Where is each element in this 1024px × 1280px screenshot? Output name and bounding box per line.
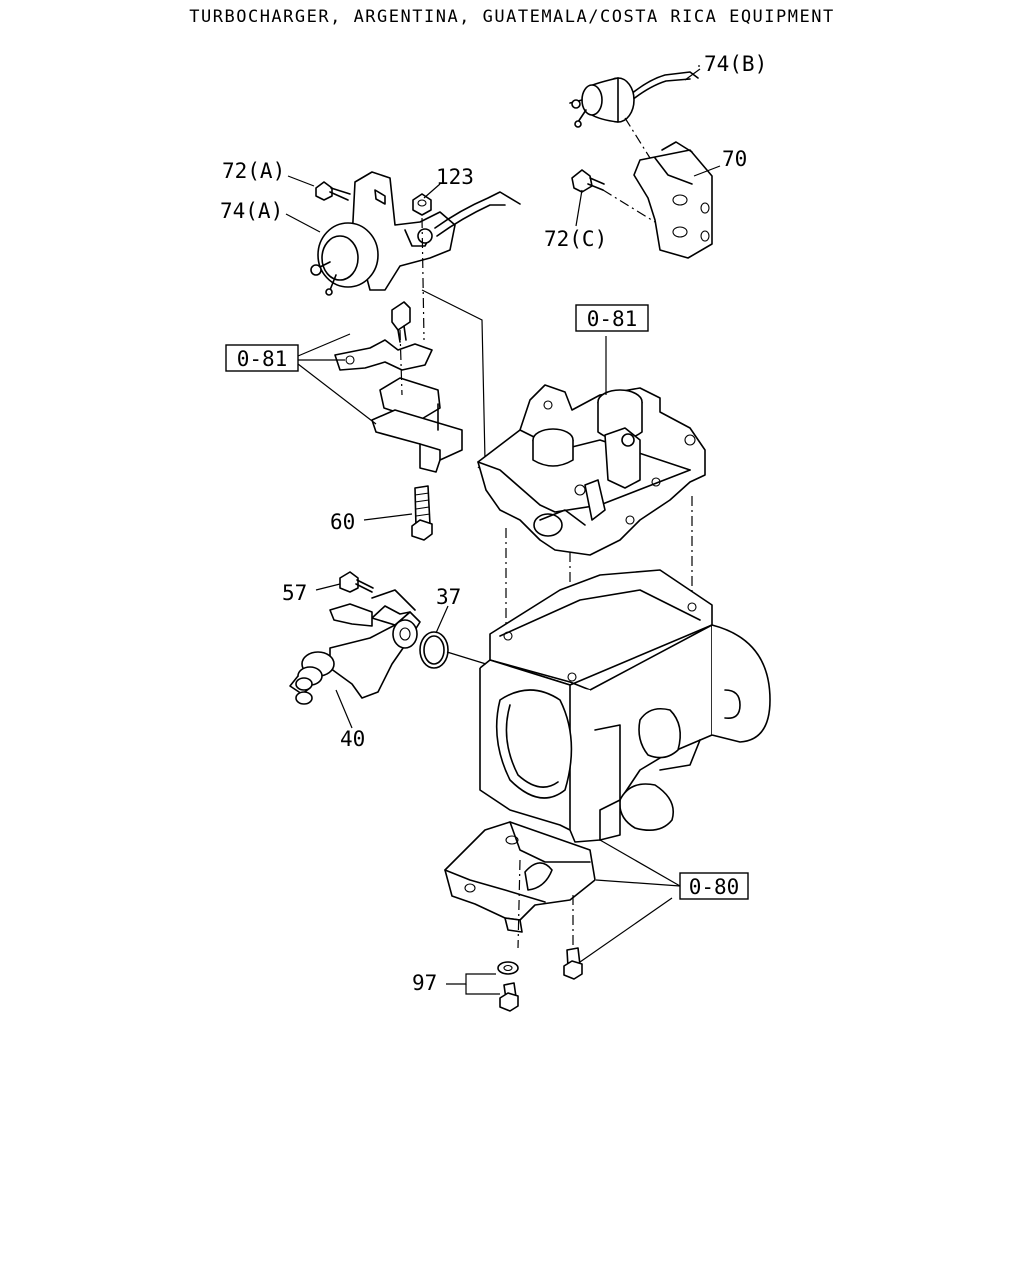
callout-123: 123 [436, 165, 474, 189]
bolt-57 [339, 571, 374, 593]
ref-0-80: 0-80 [689, 875, 740, 899]
ref-box-0-81-left [225, 344, 299, 372]
washer-bolt-97 [497, 961, 519, 1012]
bracket-lower [444, 821, 596, 949]
callout-37: 37 [436, 585, 461, 609]
actuator-74a [310, 171, 521, 296]
callout-74a: 74(A) [220, 199, 283, 223]
callout-97: 97 [412, 971, 437, 995]
manifold-upper [477, 336, 706, 556]
throttle-body [479, 569, 771, 843]
ref-box-0-80 [679, 872, 749, 900]
callout-57: 57 [282, 581, 307, 605]
sensor-40 [289, 589, 421, 705]
ref-box-0-81-upper [575, 304, 649, 332]
bolt-60 [411, 485, 433, 541]
callout-40: 40 [340, 727, 365, 751]
ref-0-81-upper: 0-81 [587, 307, 638, 331]
callout-60: 60 [330, 510, 355, 534]
ref-0-81-left: 0-81 [237, 347, 288, 371]
bracket-70 [602, 117, 713, 259]
callout-72c: 72(C) [544, 227, 607, 251]
callout-72a: 72(A) [222, 159, 285, 183]
bolt-lower-right [563, 947, 583, 980]
bolt-72a [315, 181, 351, 201]
bolt-72c [571, 169, 605, 193]
o-ring-37 [419, 631, 487, 669]
diagram-title: TURBOCHARGER, ARGENTINA, GUATEMALA/COSTA… [189, 7, 834, 27]
bracket-assembly-left [334, 301, 463, 473]
actuator-74b [569, 71, 699, 128]
callout-70: 70 [722, 147, 747, 171]
callout-74b: 74(B) [704, 52, 767, 76]
nut-123 [412, 193, 432, 216]
